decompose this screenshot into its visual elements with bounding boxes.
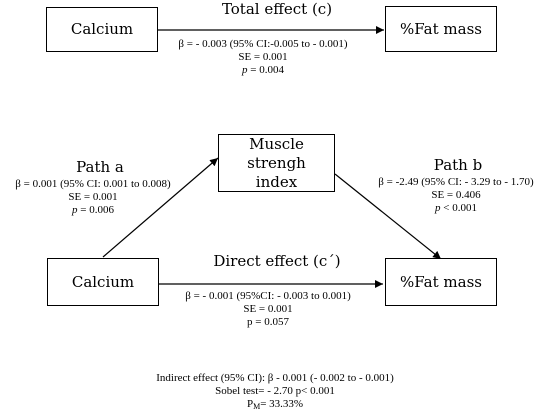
direct-effect-se: SE = 0.001 — [243, 303, 293, 315]
pm-value: = 33.33% — [260, 398, 304, 410]
direct-effect-beta: β = - 0.001 (95%CI: - 0.003 to 0.001) — [185, 290, 351, 302]
direct-effect-p: p = 0.057 — [247, 316, 289, 328]
fat-mass-label-top: %Fat mass — [400, 19, 482, 38]
path-a-title: Path a — [76, 158, 124, 176]
calcium-box-top: Calcium — [46, 7, 158, 52]
p-value: = 0.006 — [77, 204, 114, 216]
direct-effect-title: Direct effect (c´) — [213, 252, 341, 270]
path-a-arrow — [102, 157, 219, 258]
mediator-label-line2: index — [255, 172, 298, 191]
pm-subscript: M — [253, 402, 261, 411]
path-b-se: SE = 0.406 — [431, 189, 481, 201]
total-effect-se: SE = 0.001 — [238, 51, 288, 63]
fat-mass-box-top: %Fat mass — [385, 6, 497, 52]
summary-block: Indirect effect (95% CI): β - 0.001 (- 0… — [120, 372, 430, 413]
p-value: = 0.004 — [247, 64, 284, 76]
p-symbol: p — [435, 202, 441, 214]
calcium-label-top: Calcium — [70, 20, 134, 38]
p-symbol: p — [242, 64, 248, 76]
fat-mass-label-bottom: %Fat mass — [400, 272, 482, 291]
path-a-se: SE = 0.001 — [68, 191, 118, 203]
muscle-strength-box: Muscle strengh index — [218, 134, 335, 192]
proportion-mediated-text: PM= 33.33% — [120, 398, 430, 413]
path-b-title: Path b — [433, 156, 483, 174]
path-b-arrow — [334, 173, 442, 260]
p-symbol: p — [72, 204, 78, 216]
total-effect-p: p = 0.004 — [168, 64, 358, 77]
direct-effect-stats: β = - 0.001 (95%CI: - 0.003 to 0.001) SE… — [170, 290, 366, 329]
path-b-p: p < 0.001 — [362, 202, 550, 215]
total-effect-beta: β = - 0.003 (95% CI:-0.005 to - 0.001) — [178, 38, 348, 50]
path-a-beta: β = 0.001 (95% CI: 0.001 to 0.008) — [15, 178, 171, 190]
sobel-test-text: Sobel test= - 2.70 p< 0.001 — [215, 385, 335, 397]
total-effect-stats: β = - 0.003 (95% CI:-0.005 to - 0.001) S… — [168, 38, 358, 77]
indirect-effect-text: Indirect effect (95% CI): β - 0.001 (- 0… — [156, 372, 394, 384]
calcium-label-bottom: Calcium — [71, 272, 135, 291]
fat-mass-box-bottom: %Fat mass — [385, 258, 497, 306]
path-a-stats: β = 0.001 (95% CI: 0.001 to 0.008) SE = … — [0, 178, 186, 217]
total-effect-title: Total effect (c) — [221, 0, 333, 18]
calcium-box-bottom: Calcium — [47, 258, 159, 306]
path-a-p: p = 0.006 — [0, 204, 186, 217]
pm-base: P — [246, 398, 254, 410]
p-value: < 0.001 — [440, 202, 477, 214]
path-b-stats: β = -2.49 (95% CI: - 3.29 to - 1.70) SE … — [362, 176, 550, 215]
path-b-beta: β = -2.49 (95% CI: - 3.29 to - 1.70) — [378, 176, 534, 188]
mediator-label-line1: Muscle strengh — [247, 134, 306, 172]
